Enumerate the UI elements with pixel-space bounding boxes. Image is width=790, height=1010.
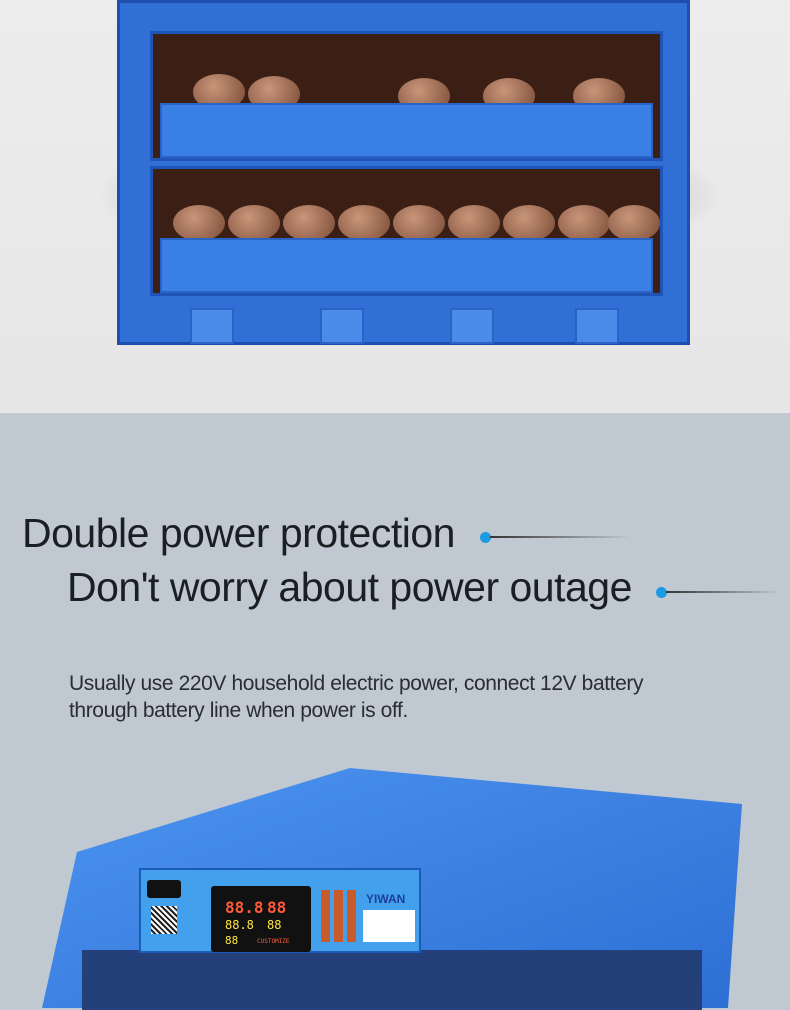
- headline-line1: Double power protection: [22, 510, 455, 556]
- divider-line: [666, 591, 781, 593]
- control-panel: 88.8 88 88.8 88 88 CUSTOMIZE YIWAN: [139, 868, 421, 953]
- control-buttons: [321, 890, 357, 942]
- bullet-dot: [656, 587, 667, 598]
- power-socket-icon: [147, 880, 181, 898]
- tray-front-lower: [160, 238, 653, 293]
- lcd-label: CUSTOMIZE: [257, 938, 290, 945]
- lcd-days: 88: [225, 934, 239, 947]
- incubator-cabinet: [117, 0, 690, 345]
- egg-drawer: [82, 950, 702, 1010]
- description: Usually use 220V household electric powe…: [69, 672, 644, 722]
- incubator-photo-top: [0, 0, 790, 413]
- spec-label: [363, 910, 415, 942]
- headline-line2: Don't worry about power outage: [67, 564, 632, 610]
- lcd-humidity-set: 88: [267, 918, 282, 932]
- brand-logo: YIWAN: [366, 892, 406, 906]
- incubator-photo-bottom: 88.8 88 88.8 88 88 CUSTOMIZE YIWAN: [42, 768, 742, 1010]
- tray-front-upper: [160, 103, 653, 158]
- lcd-humidity: 88: [267, 898, 287, 917]
- bullet-dot: [480, 532, 491, 543]
- lcd-display: 88.8 88 88.8 88 88 CUSTOMIZE: [211, 886, 311, 952]
- divider-line: [490, 536, 630, 538]
- qr-code-icon: [151, 906, 177, 934]
- lcd-temp-set: 88.8: [225, 918, 254, 932]
- lcd-temp: 88.8: [225, 898, 264, 917]
